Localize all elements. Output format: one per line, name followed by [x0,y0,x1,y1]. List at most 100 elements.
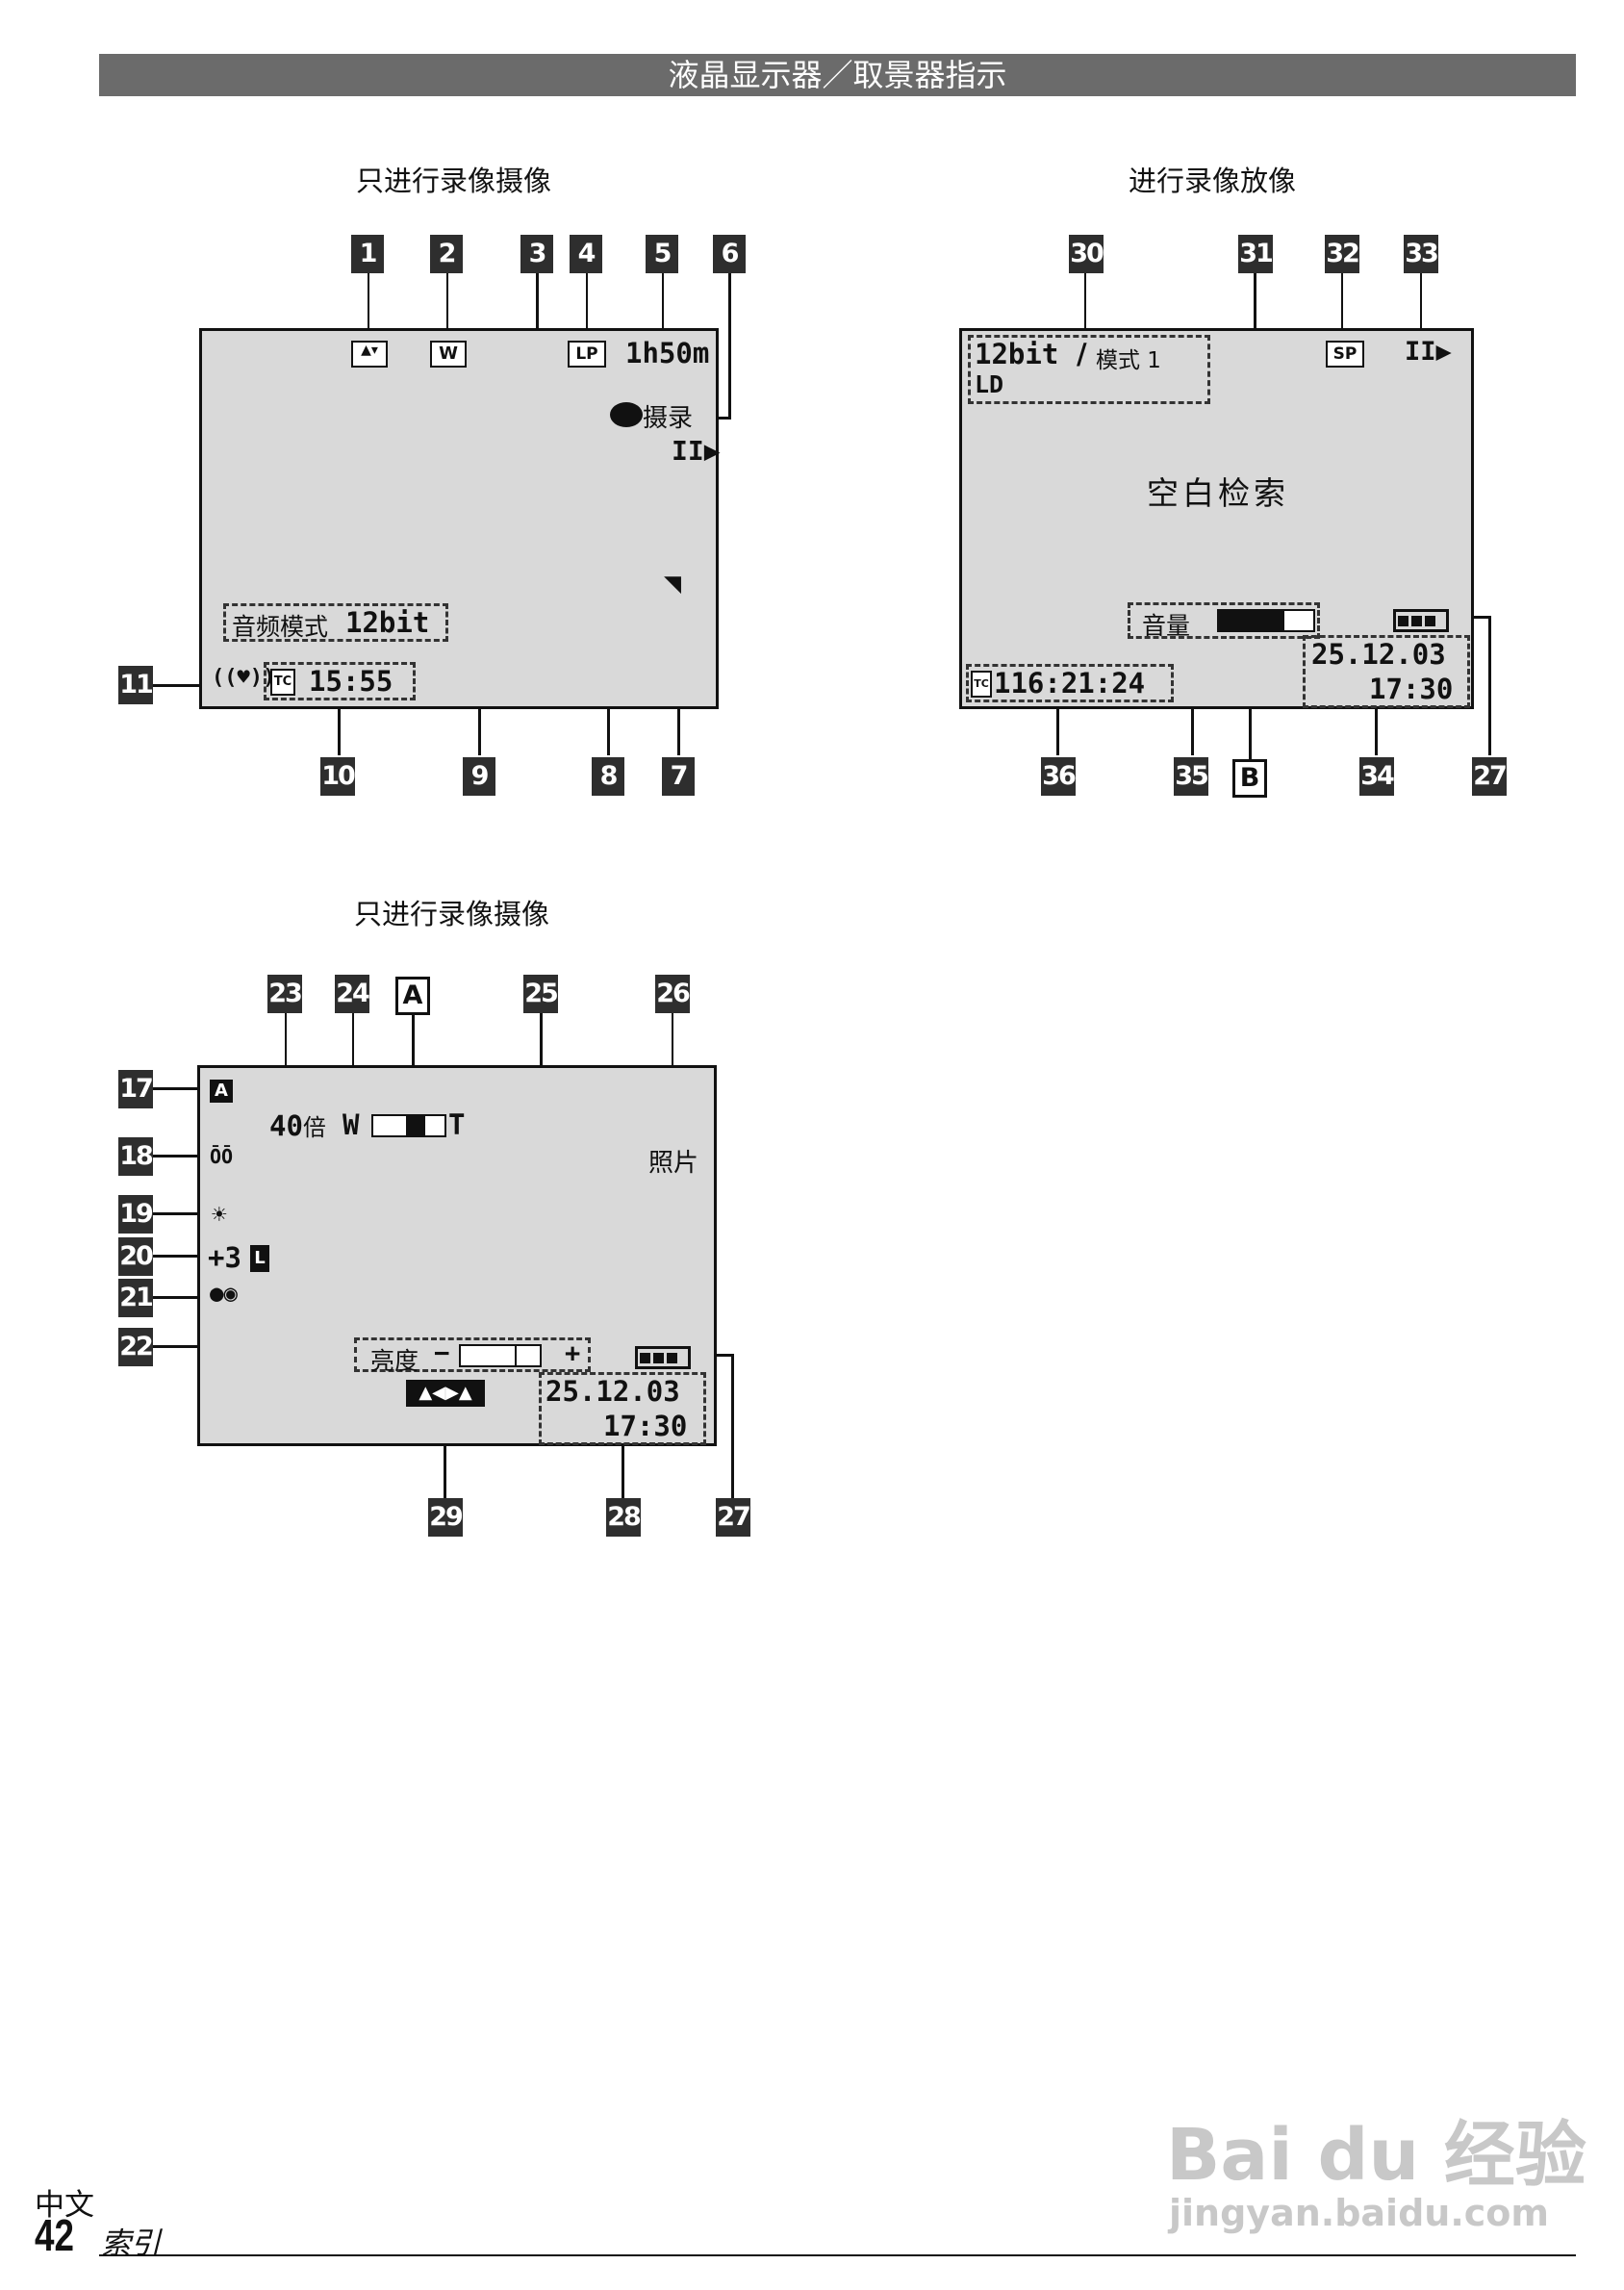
callout-label: A [395,977,430,1015]
callout-label: 30 [1069,235,1104,273]
leader-line [152,684,212,687]
time-code-box: TC 116:21:24 [966,664,1174,702]
zoom-w-label: W [343,1108,360,1141]
backlight-icon: ●◉ [210,1280,238,1307]
callout-label: 9 [463,757,495,796]
tape-running-icon [610,402,643,427]
leader-line [586,273,588,331]
callout-label: 8 [592,757,624,796]
brightness-minus: − [434,1338,450,1368]
callout-label: 27 [1472,757,1508,796]
brightness-bar-track [459,1344,542,1367]
tc-badge: TC [971,671,992,698]
audio-mode-label: 音频模式 [232,613,329,641]
callout-label: 7 [662,757,695,796]
time-value: 17:30 [603,1410,688,1442]
leader-line [1341,273,1343,333]
blank-search-label: 空白检索 [1147,474,1289,512]
leader-line [444,1403,446,1498]
zoom-value: 40 [269,1109,303,1142]
callout-label: 17 [118,1070,154,1108]
time-code-value: 15:55 [309,665,393,698]
leader-line [622,1439,624,1498]
footer-language: 中文 [35,2188,94,2223]
caption-playback: 进行录像放像 [1129,165,1297,197]
leader-line [1462,616,1491,619]
callout-label: 33 [1404,235,1439,273]
brightness-box: 亮度 − + [354,1337,591,1375]
sound-mode-label: 模式 1 [1096,348,1161,373]
section-title: 液晶显示器／取景器指示 [668,57,1007,93]
program-ae-icon: ▲◀▶▲ [406,1380,485,1407]
zoom-bar-fill [406,1116,425,1135]
lcd-screen-playback: 12bit / 模式 1 LD SP II▶ 空白检索 音量 25.12.03 … [959,328,1474,709]
brightness-bar-marker [515,1346,517,1365]
zoom-t-label: T [448,1108,466,1141]
date-time-box: 25.12.03 17:30 [539,1372,706,1445]
audio-mode-box: 音频模式 12bit [223,603,448,642]
leader-line [662,273,664,343]
night-scope-icon: ŌŌ [210,1145,234,1168]
callout-label: 2 [430,235,463,273]
callout-label: 3 [520,235,553,273]
callout-label: 35 [1174,757,1209,796]
leader-line [368,273,369,331]
leader-line [151,1255,209,1258]
callout-label: 25 [523,975,559,1013]
tele-macro-icon: ▲▾ [351,341,388,368]
callout-label: 28 [606,1498,642,1537]
callout-label: 11 [118,666,154,704]
callout-label: 31 [1238,235,1274,273]
volume-box: 音量 [1128,602,1320,640]
section-header-bar: 液晶显示器／取景器指示 [99,54,1576,96]
leader-line [731,1354,734,1498]
zoom-ratio: 40倍 [269,1108,326,1142]
caption-rec-bottom: 只进行录像摄像 [354,898,550,930]
time-value: 17:30 [1369,673,1454,705]
leader-line [338,704,341,755]
volume-bar-track [1217,609,1315,632]
watermark-url: jingyan.baidu.com [1169,2192,1549,2234]
record-mode-label: 摄录 [643,404,694,433]
callout-label: 24 [335,975,370,1013]
wind-cut-icon: ◥ [664,567,682,600]
callout-label: 1 [351,235,384,273]
callout-label: 27 [716,1498,751,1537]
audio-mode-box: 12bit / 模式 1 LD [968,335,1210,404]
white-balance-sun-icon: ☀ [212,1201,227,1230]
zoom-unit: 倍 [302,1114,326,1141]
lcd-screen-camera: A 40倍 W T 照片 ŌŌ ☀ +3 L ●◉ 亮度 − + ▲◀▶▲ 25… [197,1065,717,1446]
record-pause-icon: II▶ [672,435,721,467]
callout-label: 18 [118,1137,154,1176]
leader-line [151,1087,209,1090]
leader-line [151,1212,201,1215]
callout-label: 32 [1325,235,1360,273]
footer-page-number: 42 [35,2210,74,2260]
leader-line [728,273,731,420]
watermark-brand: Bai du 经验 [1166,2114,1586,2197]
leader-line [151,1155,201,1158]
callout-label: 5 [646,235,678,273]
volume-bar-fill [1219,611,1284,630]
callout-label: 23 [267,975,303,1013]
callout-label: 20 [118,1237,154,1276]
leader-line [1375,704,1378,755]
tape-remaining-time: 1h50m [625,337,710,369]
volume-label: 音量 [1142,612,1191,640]
leader-line [151,1296,209,1299]
wide-mode-icon: W [430,341,467,368]
callout-label: 19 [118,1195,154,1234]
battery-icon [635,1346,691,1369]
date-value: 25.12.03 [546,1375,680,1408]
lcd-screen-recording: ▲▾ W LP 1h50m 摄录 II▶ ◥ 音频模式 12bit ((♥)) … [199,328,721,709]
callout-label: 10 [320,757,356,796]
callout-label: 21 [118,1279,154,1317]
tc-badge: TC [270,669,295,696]
date-value: 25.12.03 [1311,638,1446,671]
date-time-box: 25.12.03 17:30 [1303,635,1470,708]
leader-line [446,273,448,331]
photo-label: 照片 [648,1149,699,1178]
caption-rec-top: 只进行录像摄像 [356,165,552,197]
wide-mode-label: W [439,344,458,364]
callout-label: 26 [655,975,691,1013]
